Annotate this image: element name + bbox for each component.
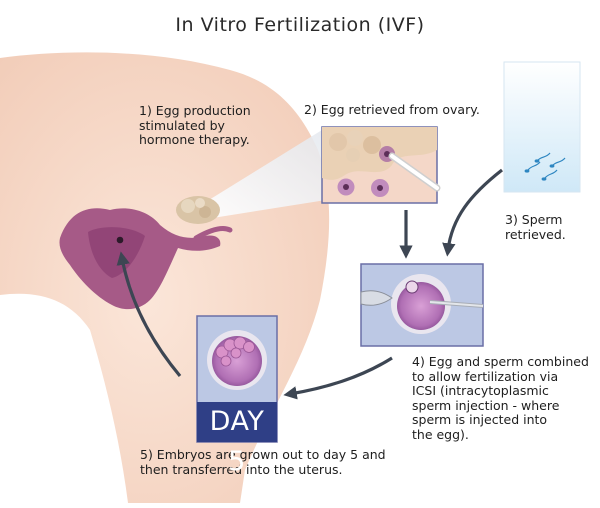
step-4-label: 4) Egg and sperm combined to allow ferti… — [412, 354, 589, 442]
arrow-sperm-to-icsi — [442, 168, 503, 257]
step-3-label: 3) Sperm retrieved. — [505, 212, 566, 242]
sperm-test-tube — [503, 61, 581, 193]
uterus-illustration — [59, 208, 233, 310]
arrow-embryo-to-uterus — [116, 251, 182, 378]
day-5-badge: DAY 5 — [209, 406, 265, 477]
step-2-label: 2) Egg retrieved from ovary. — [304, 102, 480, 117]
ovary-illustration — [176, 196, 220, 224]
icsi-panel — [360, 263, 484, 347]
embryo-panel — [196, 315, 278, 443]
magnify-beam — [196, 130, 326, 220]
step-5-label: 5) Embryos are grown out to day 5 and th… — [140, 447, 386, 477]
step-1-label: 1) Egg production stimulated by hormone … — [139, 103, 251, 147]
diagram-title: In Vitro Fertilization (IVF) — [175, 14, 425, 36]
egg-retrieval-panel — [321, 126, 441, 204]
arrow-icsi-to-embryo — [283, 356, 393, 400]
process-arrows — [116, 168, 503, 400]
